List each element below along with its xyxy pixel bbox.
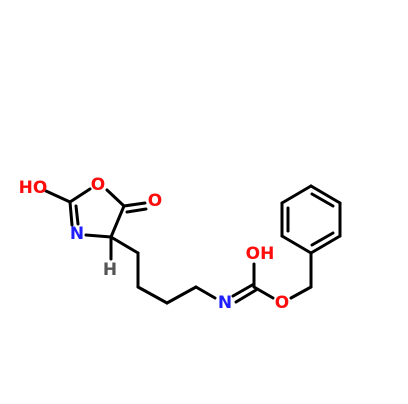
bond-benzene-inner-3: [310, 231, 335, 247]
bond-c2-o1: [68, 187, 92, 204]
atom-h-stereo: H: [103, 260, 117, 280]
bond-benzene-3: [280, 184, 313, 205]
bond-benzene-6: [309, 234, 342, 255]
atom-n-ring: N: [70, 224, 84, 244]
bond-c5-o-carbonyl-b: [125, 207, 148, 214]
atom-n-chain: N: [218, 293, 232, 313]
bond-cb-cc: [136, 285, 169, 305]
bond-c4-n3: [84, 233, 113, 239]
bond-n-ccarb-b: [234, 288, 258, 304]
bond-oester-ch2: [289, 285, 313, 300]
atom-labels: HO O O N H N OH O: [19, 175, 290, 313]
bond-benzene-1: [280, 234, 313, 255]
bond-ccarb-oester: [252, 285, 275, 300]
atom-o-ring: O: [91, 175, 105, 195]
atom-o-carbonyl: O: [148, 191, 162, 211]
bond-c5-o-carbonyl-a: [122, 201, 147, 208]
bond-n3-c2-a: [68, 200, 74, 227]
bond-n3-c2-b: [74, 204, 80, 226]
bond-o1-c5: [105, 188, 126, 208]
bond-cc-cd: [165, 285, 198, 305]
bond-benzene-4: [309, 184, 342, 205]
bond-ho-c2: [44, 189, 72, 204]
bond-c5-c4: [109, 204, 126, 239]
bond-cd-n: [194, 285, 217, 300]
bond-c4-ca: [109, 235, 140, 255]
atom-ho-ring: HO: [19, 178, 48, 198]
bond-n-ccarb-a: [231, 282, 256, 298]
atom-oh-carbamate: OH: [246, 244, 275, 264]
bond-benzene-inner-2: [310, 192, 335, 208]
bonds: [44, 184, 342, 305]
atom-o-ester: O: [275, 293, 289, 313]
